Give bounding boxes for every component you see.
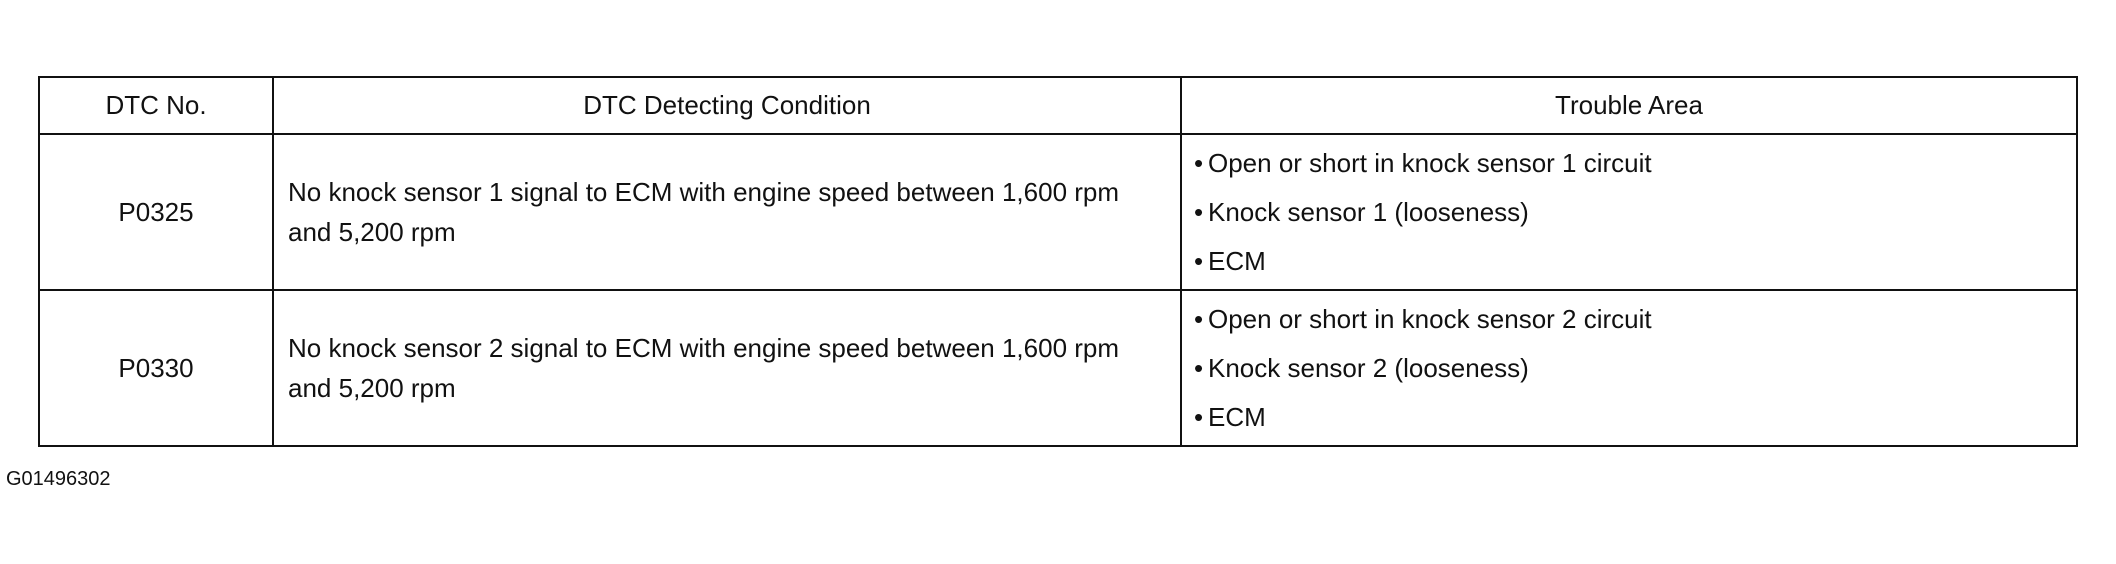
bullet-icon: • — [1194, 196, 1204, 227]
trouble-area-text: Knock sensor 1 (looseness) — [1208, 196, 1529, 227]
list-item: •Knock sensor 1 (looseness) — [1194, 188, 2066, 237]
table-header-row: DTC No. DTC Detecting Condition Trouble … — [38, 76, 2078, 135]
trouble-area-text: Knock sensor 2 (looseness) — [1208, 352, 1529, 383]
trouble-area-list: •Open or short in knock sensor 2 circuit… — [1194, 295, 2066, 442]
bullet-icon: • — [1194, 303, 1204, 334]
trouble-area-list: •Open or short in knock sensor 1 circuit… — [1194, 139, 2066, 286]
list-item: •ECM — [1194, 393, 2066, 442]
trouble-area-text: ECM — [1208, 245, 1266, 276]
list-item: •Knock sensor 2 (looseness) — [1194, 344, 2066, 393]
bullet-icon: • — [1194, 401, 1204, 432]
trouble-area-text: Open or short in knock sensor 1 circuit — [1208, 147, 1652, 178]
table-row: P0330 No knock sensor 2 signal to ECM wi… — [38, 289, 2078, 447]
dtc-table-container: DTC No. DTC Detecting Condition Trouble … — [38, 76, 2078, 447]
dtc-table: DTC No. DTC Detecting Condition Trouble … — [38, 76, 2078, 447]
bullet-icon: • — [1194, 245, 1204, 276]
trouble-area-text: Open or short in knock sensor 2 circuit — [1208, 303, 1652, 334]
dtc-code-cell: P0325 — [38, 133, 274, 291]
detecting-condition-cell: No knock sensor 2 signal to ECM with eng… — [272, 289, 1182, 447]
dtc-code-cell: P0330 — [38, 289, 274, 447]
bullet-icon: • — [1194, 147, 1204, 178]
detecting-condition-cell: No knock sensor 1 signal to ECM with eng… — [272, 133, 1182, 291]
list-item: •Open or short in knock sensor 1 circuit — [1194, 139, 2066, 188]
list-item: •ECM — [1194, 237, 2066, 286]
trouble-area-cell: •Open or short in knock sensor 1 circuit… — [1180, 133, 2078, 291]
table-row: P0325 No knock sensor 1 signal to ECM wi… — [38, 133, 2078, 291]
list-item: •Open or short in knock sensor 2 circuit — [1194, 295, 2066, 344]
trouble-area-text: ECM — [1208, 401, 1266, 432]
header-trouble-area: Trouble Area — [1180, 76, 2078, 135]
trouble-area-cell: •Open or short in knock sensor 2 circuit… — [1180, 289, 2078, 447]
figure-id: G01496302 — [6, 468, 111, 490]
header-dtc-no: DTC No. — [38, 76, 274, 135]
bullet-icon: • — [1194, 352, 1204, 383]
header-detecting-condition: DTC Detecting Condition — [272, 76, 1182, 135]
